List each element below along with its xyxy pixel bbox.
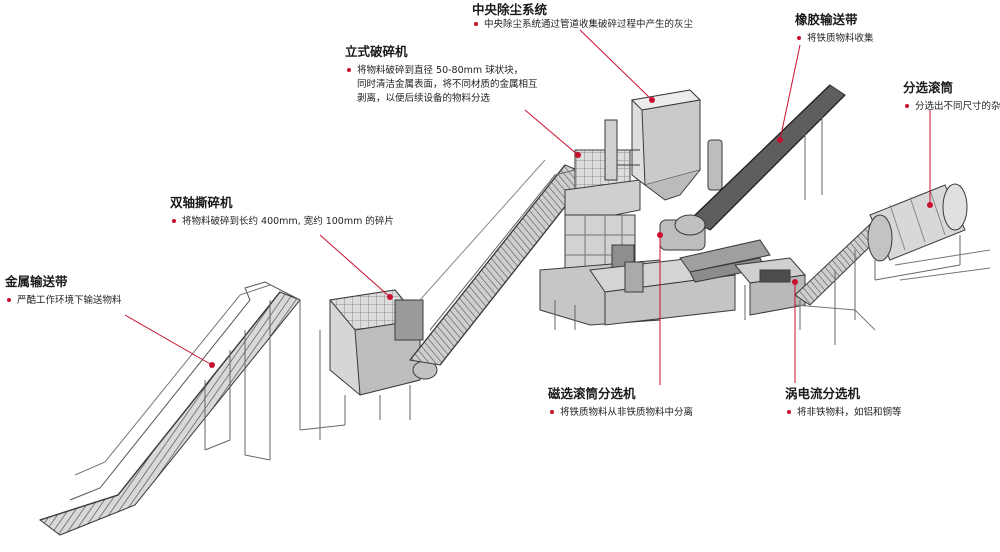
rubber-conveyor-desc: 将铁质物料收集 <box>795 32 874 46</box>
callout-dot-shredder <box>387 294 393 300</box>
eddy-current-title: 涡电流分选机 <box>785 386 861 401</box>
incline-conveyor-to-crusher <box>409 159 591 366</box>
vertical-crusher-desc-line: 剥离，以便后续设备的物料分选 <box>357 93 491 104</box>
trommel <box>867 183 991 281</box>
magnetic-drum-desc: 将铁质物料从非铁质物料中分离 <box>548 406 693 420</box>
callout-shredder <box>319 234 391 298</box>
callout-lines <box>124 29 933 385</box>
vertical-crusher-desc-line: 将物料破碎到直径 50-80mm 球状块， <box>357 65 524 76</box>
callout-dust-system <box>579 29 653 101</box>
trommel-title: 分选滚筒 <box>903 80 954 95</box>
label-magnetic-drum: 磁选滚筒分选机 将铁质物料从非铁质物料中分离 <box>548 386 693 420</box>
metal-conveyor <box>38 281 301 536</box>
rubber-conveyor-title: 橡胶输送带 <box>795 12 858 27</box>
eddy-current-desc: 将非铁物料，如铝和铜等 <box>785 406 902 420</box>
callout-metal-conveyor <box>124 314 213 366</box>
callout-dot-rubber-conveyor <box>777 137 783 143</box>
callout-dot-trommel <box>927 202 933 208</box>
rubber-conveyor <box>674 84 846 236</box>
dust-system-title: 中央除尘系统 <box>472 2 548 17</box>
label-dust-system: 中央除尘系统 中央除尘系统通过管道收集破碎过程中产生的灰尘 <box>472 2 693 32</box>
metal-conveyor-title: 金属输送带 <box>5 274 68 289</box>
dust-system-desc: 中央除尘系统通过管道收集破碎过程中产生的灰尘 <box>472 18 693 32</box>
vertical-crusher-desc-line: 同时清洁金属表面，将不同材质的金属相互 <box>357 79 538 90</box>
twin-shaft-shredder-title: 双轴撕碎机 <box>170 195 233 210</box>
vertical-crusher-desc: 将物料破碎到直径 50-80mm 球状块， 同时清洁金属表面，将不同材质的金属相… <box>345 64 538 106</box>
callout-dot-dust-system <box>649 97 655 103</box>
twin-shaft-shredder-desc: 将物料破碎到长约 400mm, 宽约 100mm 的碎片 <box>170 215 394 229</box>
callout-dot-metal-conveyor <box>209 362 215 368</box>
callout-dot-magnetic-drum <box>657 232 663 238</box>
callout-dot-vertical-crusher <box>575 152 581 158</box>
vertical-crusher-title: 立式破碎机 <box>345 44 408 59</box>
callout-rubber-conveyor <box>779 44 801 141</box>
central-dust-system <box>604 89 723 201</box>
magnetic-drum-title: 磁选滚筒分选机 <box>548 386 636 401</box>
trommel-desc: 分选出不同尺寸的杂料 <box>903 100 1000 114</box>
label-rubber-conveyor: 橡胶输送带 将铁质物料收集 <box>795 12 874 46</box>
label-trommel: 分选滚筒 分选出不同尺寸的杂料 <box>903 80 1000 114</box>
metal-conveyor-desc: 严酷工作环境下输送物料 <box>5 294 122 308</box>
label-metal-conveyor: 金属输送带 严酷工作环境下输送物料 <box>5 274 122 308</box>
label-eddy-current: 涡电流分选机 将非铁物料，如铝和铜等 <box>785 386 902 420</box>
callout-dot-eddy-current <box>792 279 798 285</box>
callout-vertical-crusher <box>524 109 579 156</box>
label-vertical-crusher: 立式破碎机 将物料破碎到直径 50-80mm 球状块， 同时清洁金属表面，将不同… <box>345 44 538 106</box>
twin-shaft-shredder <box>299 289 438 440</box>
label-twin-shaft-shredder: 双轴撕碎机 将物料破碎到长约 400mm, 宽约 100mm 的碎片 <box>170 195 394 229</box>
